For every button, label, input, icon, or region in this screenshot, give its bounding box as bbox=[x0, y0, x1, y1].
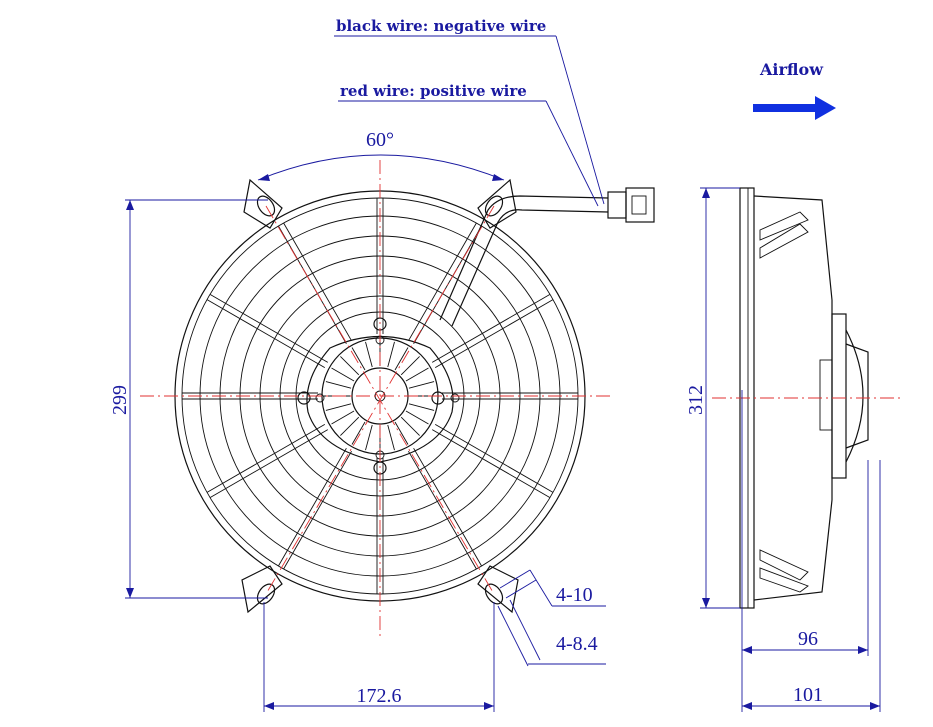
front-view bbox=[140, 160, 655, 640]
grille-spoke bbox=[408, 222, 477, 342]
slot-4-10: 4-10 bbox=[556, 584, 593, 606]
grille-spoke bbox=[434, 424, 554, 493]
slot-4-8-4: 4-8.4 bbox=[556, 633, 598, 655]
grille-spoke bbox=[283, 222, 352, 342]
grille-spoke bbox=[206, 299, 326, 368]
hub-fin bbox=[331, 410, 355, 425]
hub-fin bbox=[325, 403, 352, 411]
hub-fin bbox=[400, 416, 420, 436]
hub-fin bbox=[408, 403, 435, 411]
airflow-indicator: Airflow bbox=[753, 60, 836, 120]
side-dimensions: 312 96 101 bbox=[685, 187, 881, 712]
dimension-172-6: 172.6 bbox=[357, 685, 402, 707]
hub-fin bbox=[394, 347, 409, 371]
grille-spokes bbox=[182, 198, 578, 594]
grille-spoke bbox=[278, 447, 347, 567]
grille-spoke bbox=[434, 299, 554, 368]
hub-fin bbox=[400, 356, 420, 376]
mounting-ears bbox=[241, 178, 519, 614]
hub-fin bbox=[365, 341, 373, 368]
side-view bbox=[712, 187, 900, 609]
hub-fin bbox=[408, 381, 435, 389]
hub-fin bbox=[405, 410, 429, 425]
airflow-label: Airflow bbox=[759, 60, 824, 79]
grille-spoke bbox=[431, 429, 551, 498]
hub-fin bbox=[340, 356, 360, 376]
wire-harness bbox=[439, 187, 655, 327]
hub-fin bbox=[405, 367, 429, 382]
grille-spoke bbox=[209, 294, 329, 363]
arrow-right-icon bbox=[753, 96, 836, 120]
grille-spoke bbox=[431, 294, 551, 363]
hub-fin bbox=[394, 421, 409, 445]
hub-fin bbox=[351, 421, 366, 445]
hub-fin bbox=[387, 341, 395, 368]
wire-labels: black wire: negative wire red wire: posi… bbox=[334, 17, 605, 207]
dimension-299: 299 bbox=[109, 385, 131, 415]
dimension-96: 96 bbox=[798, 628, 818, 650]
grille-spoke bbox=[206, 424, 326, 493]
hub-fin bbox=[351, 347, 366, 371]
grille-spoke bbox=[408, 450, 477, 570]
hub-fin bbox=[340, 416, 360, 436]
red-wire-label: red wire: positive wire bbox=[340, 82, 527, 100]
grille-spoke bbox=[413, 447, 482, 567]
hub-fin bbox=[365, 424, 373, 451]
black-wire-label: black wire: negative wire bbox=[336, 17, 546, 35]
angle-60: 60° bbox=[366, 129, 394, 151]
hub-fin bbox=[331, 367, 355, 382]
grille-spoke bbox=[283, 450, 352, 570]
dimension-101: 101 bbox=[793, 684, 823, 706]
front-dimensions: 299 60° 172.6 4-10 4-8.4 bbox=[109, 129, 606, 712]
hub-fin bbox=[387, 424, 395, 451]
hub-fin bbox=[325, 381, 352, 389]
grille-spoke bbox=[209, 429, 329, 498]
dimension-312: 312 bbox=[685, 385, 707, 415]
